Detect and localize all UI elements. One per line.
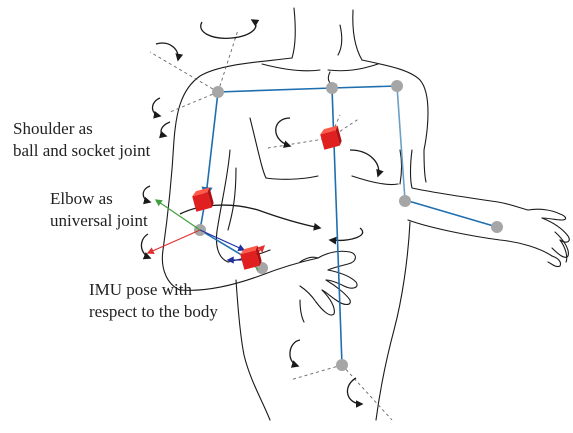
- imu-label-line2: respect to the body: [89, 301, 218, 323]
- joint-pelvis: [336, 359, 348, 371]
- elbow-label-line1: Elbow as: [50, 188, 148, 210]
- joint-left-shoulder: [212, 86, 224, 98]
- imu-label-line1: IMU pose with: [89, 279, 218, 301]
- imu-chest: [319, 126, 343, 150]
- body-outline: [162, 8, 569, 420]
- shoulder-label-line1: Shoulder as: [13, 118, 150, 140]
- elbow-label: Elbow as universal joint: [50, 188, 148, 232]
- imu-sensors: [191, 126, 343, 270]
- shoulder-label-line2: ball and socket joint: [13, 140, 150, 162]
- joint-right-wrist: [491, 221, 503, 233]
- imu-label: IMU pose with respect to the body: [89, 279, 218, 323]
- skeleton: [200, 86, 497, 365]
- joint-right-shoulder: [391, 80, 403, 92]
- elbow-label-line2: universal joint: [50, 210, 148, 232]
- joint-right-elbow: [399, 195, 411, 207]
- shoulder-label: Shoulder as ball and socket joint: [13, 118, 150, 162]
- rotation-arrows: [141, 20, 378, 404]
- joint-neck: [326, 82, 338, 94]
- rotation-axes: [150, 30, 392, 420]
